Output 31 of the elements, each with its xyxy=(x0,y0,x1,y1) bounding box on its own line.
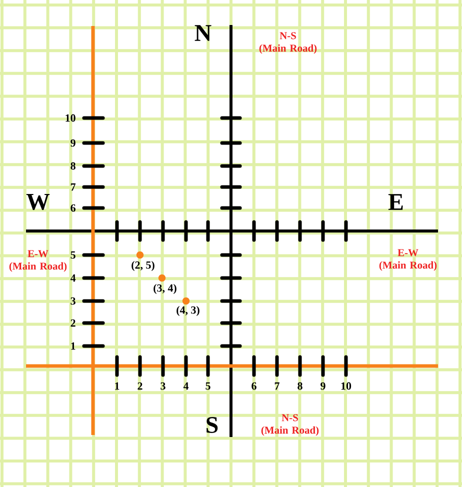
tick-label: 7 xyxy=(274,382,280,390)
tick-label: 7 xyxy=(70,183,76,191)
point-label: (2, 5) xyxy=(132,261,154,271)
tick-label: 9 xyxy=(70,139,76,147)
tick-label: 1 xyxy=(115,382,120,390)
tick-label: 8 xyxy=(298,382,302,390)
tick-label: 8 xyxy=(70,162,76,170)
tick-label: 6 xyxy=(70,204,76,212)
tick-label: 6 xyxy=(252,382,256,390)
point-label: (4, 3) xyxy=(176,306,200,316)
tick-label: 4 xyxy=(183,382,189,390)
compass-letter: E xyxy=(388,194,403,210)
tick-label: 3 xyxy=(70,297,76,305)
tick-label: 1 xyxy=(71,342,76,350)
tick-label: 10 xyxy=(66,114,76,122)
tick-label: 5 xyxy=(206,382,210,390)
road-label: N-S (Main Road) xyxy=(261,414,319,436)
compass-letter: W xyxy=(26,194,50,210)
tick-label: 3 xyxy=(160,382,166,390)
tick-label: 4 xyxy=(70,274,76,282)
tick-label: 2 xyxy=(70,319,76,327)
road-label: E-W (Main Road) xyxy=(9,250,67,272)
tick-label: 5 xyxy=(70,251,76,259)
tick-label: 10 xyxy=(341,382,352,390)
compass-letter: N xyxy=(194,25,212,41)
road-label: N-S (Main Road) xyxy=(259,32,317,54)
road-label: E-W (Main Road) xyxy=(379,249,437,271)
compass-letter: S xyxy=(206,416,218,434)
tick-label: 9 xyxy=(320,382,326,390)
point-label: (3, 4) xyxy=(154,284,176,294)
tick-label: 2 xyxy=(138,382,142,390)
